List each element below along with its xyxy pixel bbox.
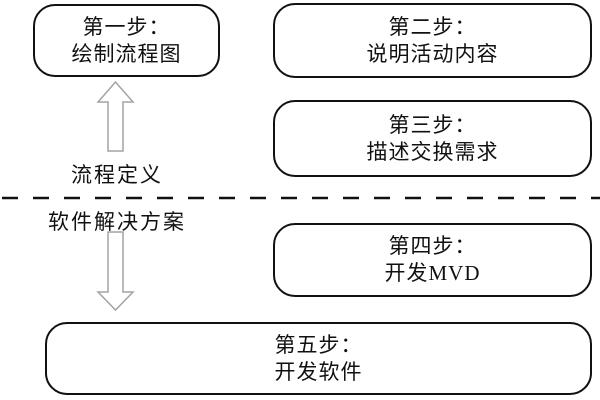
step1-desc: 绘制流程图 bbox=[71, 41, 182, 66]
step1-title: 第一步： bbox=[82, 14, 171, 39]
step2-title: 第二步： bbox=[388, 14, 477, 39]
step2-desc: 说明活动内容 bbox=[366, 41, 499, 66]
step3-desc: 描述交换需求 bbox=[366, 139, 499, 164]
process-definition-label: 流程定义 bbox=[71, 163, 163, 187]
step1-box: 第一步： 绘制流程图 bbox=[33, 4, 220, 77]
step5-box: 第五步： 开发软件 bbox=[45, 322, 592, 395]
step3-title: 第三步： bbox=[388, 112, 477, 137]
step4-box: 第四步： 开发MVD bbox=[273, 223, 592, 297]
phase-divider-line bbox=[2, 196, 600, 200]
step5-desc: 开发软件 bbox=[274, 359, 363, 384]
down-arrow-icon bbox=[96, 231, 135, 312]
step3-box: 第三步： 描述交换需求 bbox=[273, 100, 592, 177]
step5-title: 第五步： bbox=[274, 332, 363, 357]
step2-box: 第二步： 说明活动内容 bbox=[273, 3, 592, 78]
up-arrow-icon bbox=[96, 80, 135, 152]
step4-desc: 开发MVD bbox=[384, 261, 481, 285]
step4-title: 第四步： bbox=[388, 234, 477, 258]
software-solution-label: 软件解决方案 bbox=[48, 210, 186, 234]
